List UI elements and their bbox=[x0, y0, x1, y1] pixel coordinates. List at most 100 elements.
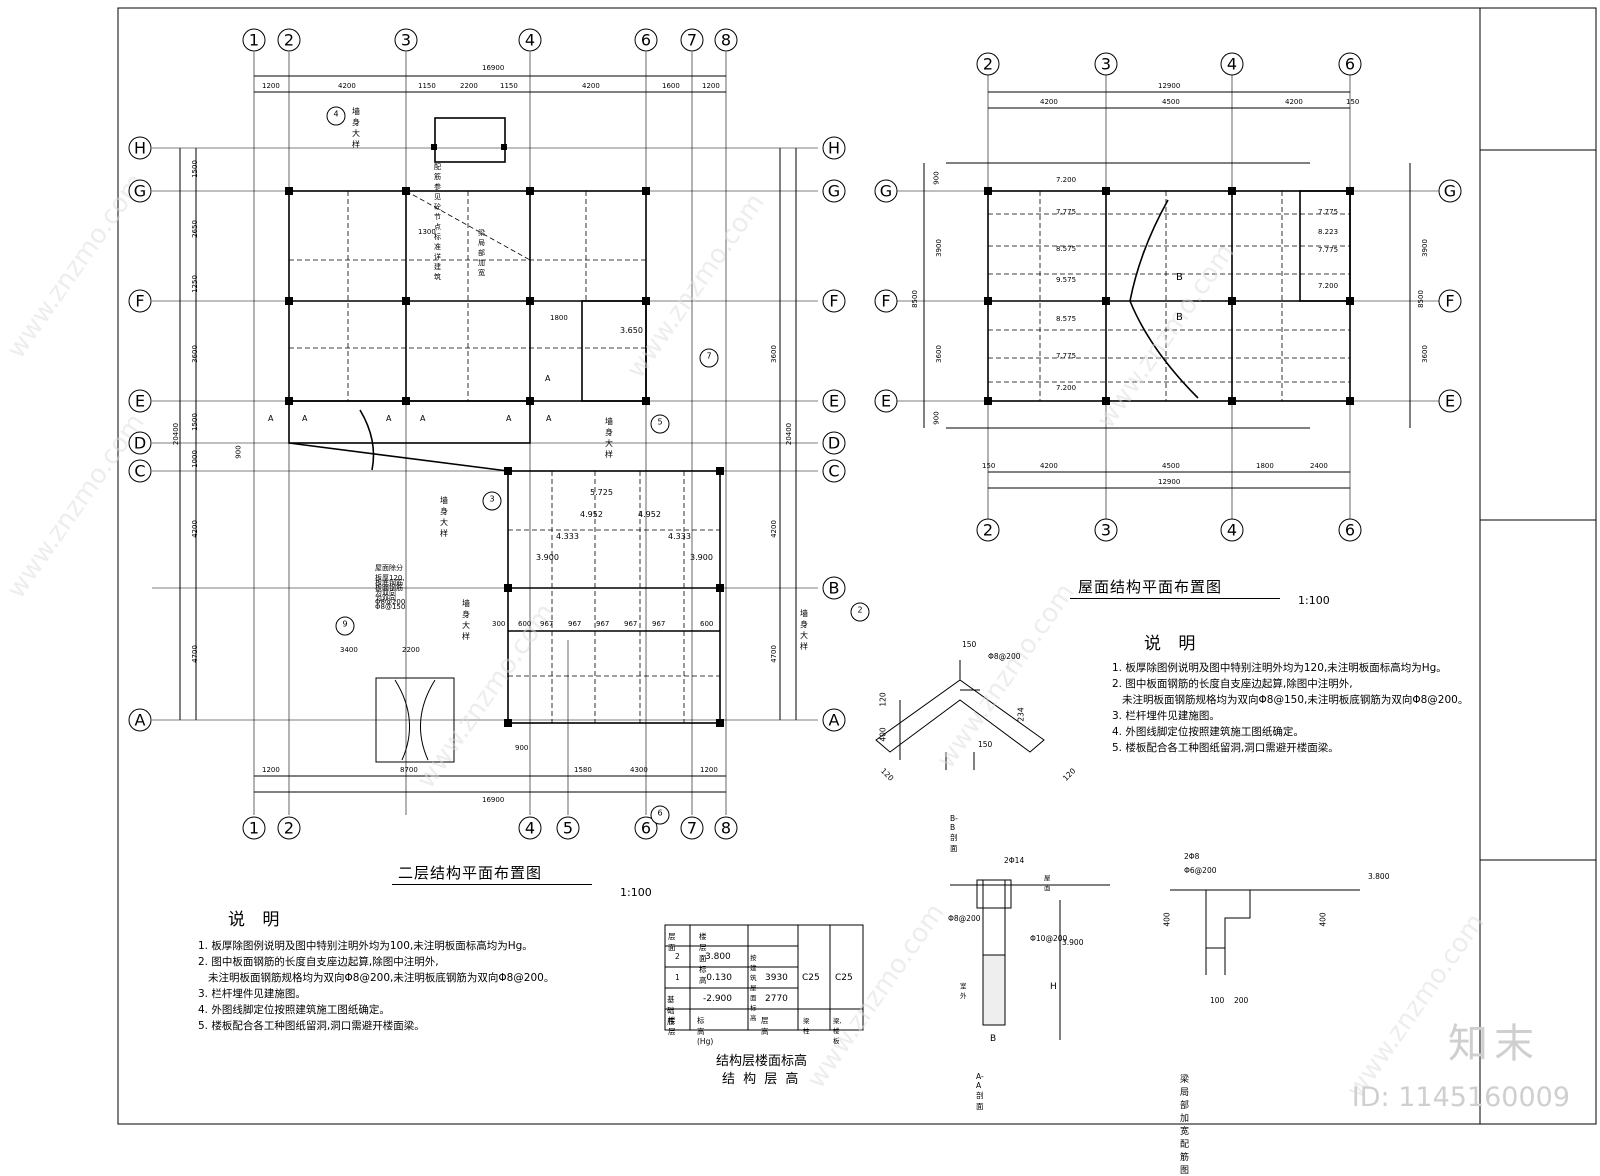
dim-text: 2400 bbox=[1310, 462, 1328, 470]
svg-text:7: 7 bbox=[706, 352, 711, 361]
table-cell: -2.900 bbox=[703, 994, 733, 1004]
beam-callout-label: 墙身大样 bbox=[462, 599, 470, 641]
svg-text:4: 4 bbox=[525, 819, 535, 838]
dim-text: 4200 bbox=[769, 520, 778, 538]
dim-text: 3600 bbox=[769, 345, 778, 363]
axis-bubble: 6 bbox=[634, 28, 658, 52]
axis-bubble: 6 bbox=[634, 816, 658, 840]
dim-text: 3400 bbox=[340, 646, 358, 654]
svg-text:1: 1 bbox=[249, 819, 259, 838]
axis-bubbles: 1 2 3 4 6 7 8 1 2 4 5 6 7 8 H G F E D C … bbox=[128, 28, 1462, 840]
svg-text:6: 6 bbox=[641, 819, 651, 838]
svg-text:4: 4 bbox=[1227, 521, 1237, 540]
dim-text: 4200 bbox=[582, 82, 600, 90]
elevation-mark: 4.952 bbox=[580, 510, 603, 519]
note-line: 1. 板厚除图例说明及图中特别注明外均为100,未注明板面标高均为Hg。 bbox=[198, 940, 533, 952]
axis-bubble: D bbox=[822, 431, 846, 455]
section-aa bbox=[950, 879, 1110, 1040]
svg-text:A: A bbox=[135, 711, 146, 730]
dim-text: 200 bbox=[1234, 996, 1249, 1005]
svg-text:6: 6 bbox=[1345, 521, 1355, 540]
dim-text: 600 bbox=[700, 620, 714, 628]
svg-text:4: 4 bbox=[1227, 55, 1237, 74]
rebar-label: Φ6@200 bbox=[1184, 866, 1217, 875]
detail-callout: 5 bbox=[650, 414, 670, 434]
axis-bubble: 8 bbox=[714, 28, 738, 52]
axis-bubble: 2 bbox=[277, 28, 301, 52]
dim-text: 900 bbox=[932, 411, 941, 425]
brand-watermark: 知末 bbox=[1448, 1021, 1540, 1067]
dim-text: 4500 bbox=[1162, 462, 1180, 470]
svg-text:6: 6 bbox=[1345, 55, 1355, 74]
rebar-label: Φ10@200 bbox=[1030, 934, 1068, 943]
axis-bubble: G bbox=[822, 179, 846, 203]
svg-text:4: 4 bbox=[333, 110, 338, 119]
detail-callout: 7 bbox=[699, 348, 719, 368]
axis-bubble: F bbox=[822, 289, 846, 313]
axis-bubble: E bbox=[874, 389, 898, 413]
section-title: 梁局部加宽配筋图 bbox=[1180, 1075, 1190, 1176]
detail-note: 配筋参见砼节点 标准详建筑 bbox=[434, 163, 441, 281]
table-cell: 基础底 bbox=[667, 995, 675, 1026]
svg-text:H: H bbox=[828, 139, 840, 158]
dim-text: 967 bbox=[652, 620, 666, 628]
svg-text:E: E bbox=[1445, 392, 1455, 411]
svg-text:G: G bbox=[880, 182, 892, 201]
axis-bubble: C bbox=[822, 459, 846, 483]
axis-bubble: 6 bbox=[1338, 52, 1362, 76]
svg-text:D: D bbox=[828, 434, 840, 453]
dim-text: 900 bbox=[515, 744, 529, 752]
elevation-mark: 3.800 bbox=[1368, 872, 1390, 881]
svg-text:G: G bbox=[1444, 182, 1456, 201]
rebar-label: 2Φ8 bbox=[1184, 852, 1200, 861]
svg-text:2: 2 bbox=[983, 55, 993, 74]
svg-text:C: C bbox=[134, 462, 145, 481]
svg-text:E: E bbox=[829, 392, 839, 411]
dim-text: 20400 bbox=[172, 422, 181, 446]
dim-text: 400 bbox=[1162, 912, 1172, 927]
section-mark: H bbox=[1050, 982, 1057, 992]
elevation-mark: 7.200 bbox=[1056, 176, 1077, 184]
notes-heading: 说 明 bbox=[1144, 634, 1202, 654]
elevation-mark: 3.900 bbox=[536, 553, 559, 562]
svg-text:3: 3 bbox=[1101, 521, 1111, 540]
dim-text: 400 bbox=[878, 727, 888, 742]
dim-text: 1000 bbox=[190, 450, 199, 468]
svg-text:4: 4 bbox=[525, 31, 535, 50]
dim-text: 234 bbox=[1016, 707, 1026, 722]
dim-text: 1150 bbox=[500, 82, 518, 90]
svg-text:3: 3 bbox=[1101, 55, 1111, 74]
elevation-mark: 7.200 bbox=[1318, 282, 1339, 290]
svg-text:7: 7 bbox=[687, 819, 697, 838]
axis-bubble: F bbox=[128, 289, 152, 313]
dim-text: 3600 bbox=[934, 345, 943, 363]
dim-text: 12900 bbox=[1158, 82, 1181, 90]
dim-text: 4200 bbox=[190, 520, 199, 538]
elevation-mark: 7.200 bbox=[1056, 384, 1077, 392]
axis-bubble: D bbox=[128, 431, 152, 455]
dim-text: 4200 bbox=[338, 82, 356, 90]
axis-bubble: 3 bbox=[1094, 52, 1118, 76]
dim-text: 967 bbox=[540, 620, 554, 628]
dim-text: 3900 bbox=[934, 239, 943, 257]
svg-text:A: A bbox=[829, 711, 840, 730]
table-cell: 3930 bbox=[765, 973, 788, 983]
svg-text:5: 5 bbox=[657, 418, 662, 427]
section-mark: A bbox=[386, 414, 392, 423]
svg-text:F: F bbox=[829, 292, 838, 311]
note-line: 4. 外图线脚定位按照建筑施工图纸确定。 bbox=[198, 1004, 390, 1016]
axis-bubble: E bbox=[822, 389, 846, 413]
notes-left: 说 明 1. 板厚除图例说明及图中特别注明外均为100,未注明板面标高均为Hg。… bbox=[198, 912, 618, 1034]
elevation-mark: 7.775 bbox=[1318, 208, 1339, 216]
dim-text: 1800 bbox=[1256, 462, 1274, 470]
axis-bubble: 3 bbox=[394, 28, 418, 52]
svg-text:5: 5 bbox=[563, 819, 573, 838]
elevation-mark: 7.775 bbox=[1318, 246, 1339, 254]
section-title: B-B 剖面 bbox=[950, 814, 958, 853]
dim-text: 967 bbox=[568, 620, 582, 628]
section-bb bbox=[875, 660, 1045, 770]
detail-note: 梁局部加宽 bbox=[478, 229, 485, 277]
dim-text: 2200 bbox=[402, 646, 420, 654]
elevation-mark: 3.650 bbox=[620, 326, 643, 335]
dim-text: 2650 bbox=[190, 220, 199, 238]
